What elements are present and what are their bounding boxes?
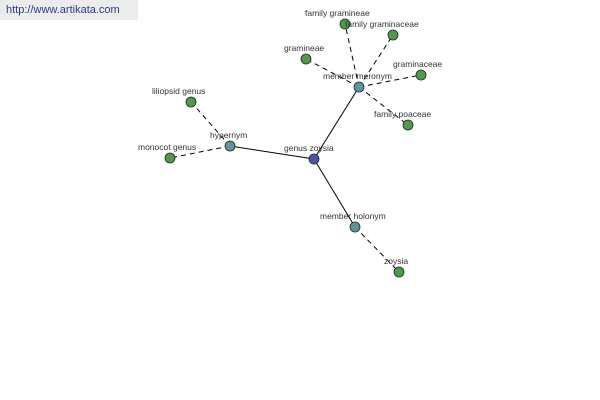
edges-layer — [169, 23, 422, 273]
node-family-graminaceae[interactable] — [387, 29, 399, 41]
node-zoysia[interactable] — [393, 266, 405, 278]
node-family-gramineae[interactable] — [339, 18, 351, 30]
node-family-poaceae[interactable] — [402, 119, 414, 131]
edge-genus-zoysia-to-member-holonym — [313, 158, 356, 228]
node-monocot-genus[interactable] — [164, 152, 176, 164]
node-label-monocot-genus: monocot genus — [138, 142, 196, 152]
edge-member-meronym-to-family-gramineae — [344, 23, 360, 88]
nodes-layer — [164, 18, 427, 278]
node-label-family-gramineae: family gramineae — [305, 8, 370, 18]
edge-hypernym-to-liliopsid-genus — [190, 101, 231, 147]
edge-member-meronym-to-graminaceae — [358, 74, 422, 88]
labels-layer: genus zoysia hypernym member meronym member… — [138, 8, 442, 266]
edge-genus-zoysia-to-member-meronym — [313, 86, 360, 160]
edge-member-holonym-to-zoysia — [354, 226, 400, 273]
node-hypernym[interactable] — [224, 140, 236, 152]
node-label-gramineae: gramineae — [284, 43, 324, 53]
edge-genus-zoysia-to-hypernym — [229, 145, 315, 160]
node-genus-zoysia[interactable] — [308, 153, 320, 165]
node-liliopsid-genus[interactable] — [185, 96, 197, 108]
node-gramineae[interactable] — [300, 53, 312, 65]
node-label-hypernym: hypernym — [210, 130, 247, 140]
node-label-graminaceae: graminaceae — [393, 59, 442, 69]
source-url-link[interactable]: http://www.artikata.com — [6, 4, 120, 16]
node-label-zoysia: zoysia — [384, 256, 408, 266]
node-graminaceae[interactable] — [415, 69, 427, 81]
node-member-meronym[interactable] — [353, 81, 365, 93]
edge-member-meronym-to-family-poaceae — [358, 86, 409, 126]
node-label-member-holonym: member holonym — [320, 211, 386, 221]
edge-hypernym-to-monocot-genus — [169, 145, 231, 159]
edge-member-meronym-to-family-graminaceae — [358, 34, 394, 88]
node-label-liliopsid-genus: liliopsid genus — [152, 86, 205, 96]
node-label-genus-zoysia: genus zoysia — [284, 143, 334, 153]
edge-member-meronym-to-gramineae — [305, 58, 360, 88]
node-label-family-graminaceae: family graminaceae — [345, 19, 419, 29]
node-member-holonym[interactable] — [349, 221, 361, 233]
node-label-family-poaceae: family poaceae — [374, 109, 431, 119]
source-url-box: http://www.artikata.com — [0, 0, 138, 20]
node-label-member-meronym: member meronym — [323, 71, 392, 81]
